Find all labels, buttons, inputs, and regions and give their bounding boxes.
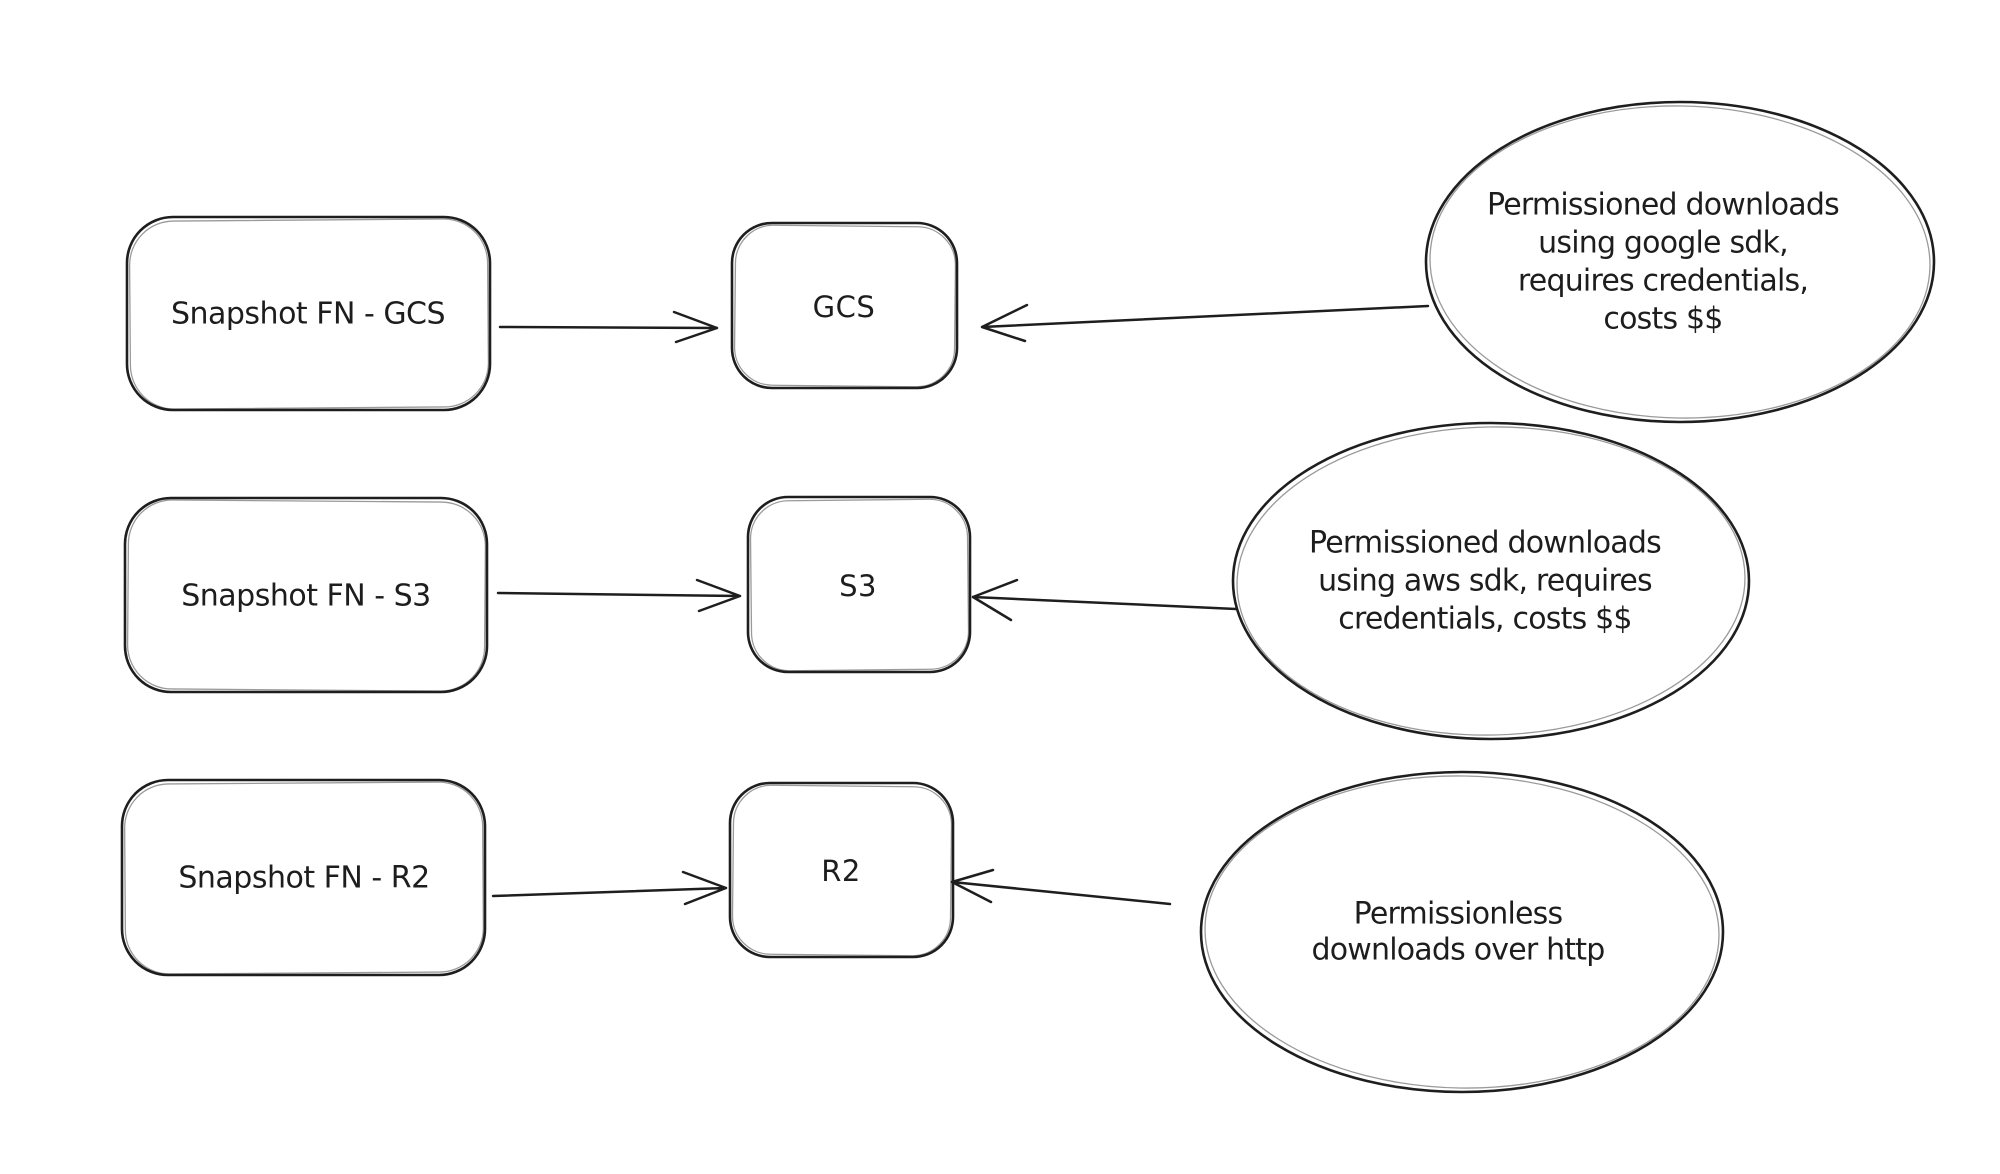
arrow-snapshot-to-gcs — [498, 310, 719, 344]
node-label-gcs: GCS — [813, 290, 876, 324]
note-s3-line: credentials, costs $$ — [1338, 602, 1631, 637]
arrow-note-to-r2 — [950, 868, 1172, 906]
node-label-snapshot-fn-gcs: Snapshot FN - GCS — [171, 297, 445, 332]
arrow-snapshot-to-r2 — [491, 870, 728, 906]
node-snapshot-fn-gcs: Snapshot FN - GCS — [125, 215, 492, 412]
note-ellipse-gcs: Permissioned downloads using google sdk,… — [1424, 100, 1936, 424]
note-s3-line: Permissioned downloads — [1309, 526, 1661, 561]
node-label-snapshot-fn-r2: Snapshot FN - R2 — [178, 861, 429, 896]
node-s3: S3 — [746, 495, 972, 674]
node-label-r2: R2 — [821, 854, 861, 888]
node-snapshot-fn-s3: Snapshot FN - S3 — [123, 496, 489, 694]
note-gcs-line: using google sdk, — [1538, 226, 1788, 261]
note-ellipse-s3: Permissioned downloads using aws sdk, re… — [1231, 421, 1751, 741]
note-ellipse-r2: Permissionless downloads over http — [1199, 770, 1725, 1094]
node-gcs: GCS — [730, 221, 959, 390]
note-r2-line: downloads over http — [1311, 933, 1604, 968]
note-gcs-line: Permissioned downloads — [1487, 188, 1839, 223]
note-r2-line: Permissionless — [1354, 897, 1563, 932]
note-gcs-line: requires credentials, — [1518, 264, 1808, 299]
arrow-snapshot-to-s3 — [496, 578, 742, 613]
node-label-snapshot-fn-s3: Snapshot FN - S3 — [181, 579, 431, 614]
note-gcs-line: costs $$ — [1603, 302, 1722, 337]
arrow-note-to-gcs — [980, 303, 1430, 343]
node-snapshot-fn-r2: Snapshot FN - R2 — [120, 778, 487, 977]
node-label-s3: S3 — [839, 569, 877, 603]
note-s3-line: using aws sdk, requires — [1318, 564, 1652, 599]
node-r2: R2 — [728, 781, 955, 959]
arrow-note-to-s3 — [971, 578, 1238, 622]
